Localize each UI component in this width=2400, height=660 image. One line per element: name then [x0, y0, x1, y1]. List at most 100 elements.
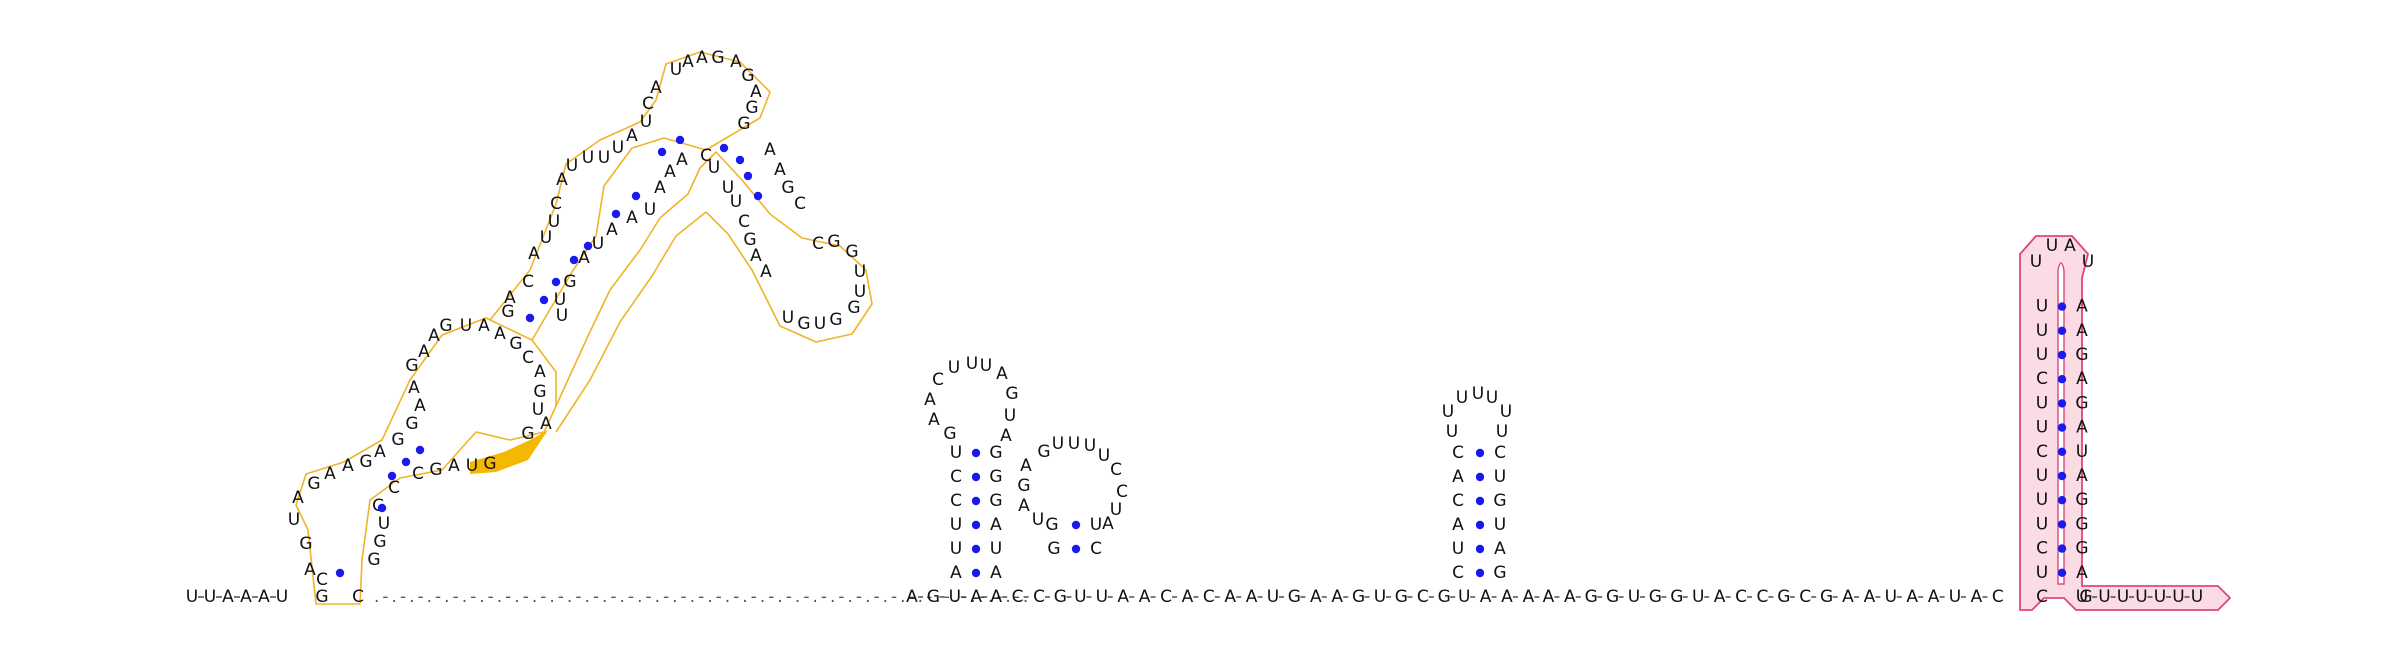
nucleotide-hairpin2: C: [950, 467, 962, 487]
nucleotide-hairpin2-loop: U: [966, 354, 978, 374]
nucleotide-stem2: A: [606, 220, 618, 240]
nucleotide-backbone: U: [1374, 587, 1386, 607]
nucleotide-hairpin1: A: [408, 378, 420, 398]
nucleotide-left-tail: A: [240, 587, 252, 607]
nucleotide-hairpin2-loop: U: [1004, 406, 1016, 426]
nucleotide-hairpin2-loop: A: [996, 364, 1008, 384]
nucleotide-hairpin5: A: [2076, 418, 2088, 438]
highlight-outline-pink: [2019, 235, 2231, 611]
nucleotide-backbone: A: [1564, 587, 1576, 607]
nucleotide-backbone: U: [1267, 587, 1279, 607]
nucleotide-hairpin2: U: [950, 443, 962, 463]
nucleotide-stem2: U: [554, 290, 566, 310]
nucleotide-hairpin2: G: [989, 491, 1002, 511]
nucleotide-hairpin2-loop: G: [1005, 384, 1018, 404]
nucleotide-hairpin2-loop: A: [924, 390, 936, 410]
unpaired-dotted-span: .-.-.-.-.-.-.-.-.-.-.-.-.-.-.-.-.-.-.-.-…: [374, 587, 1031, 607]
nucleotide-backbone: A: [1139, 587, 1151, 607]
nucleotide-loop: G: [509, 334, 522, 354]
nucleotide-hairpin3: A: [1452, 515, 1464, 535]
base-pair-dot: [735, 155, 745, 165]
nucleotide-stem2: A: [676, 150, 688, 170]
nucleotide-right-tail: U: [2191, 587, 2203, 607]
nucleotide-hairpin5: U: [2036, 345, 2048, 365]
nucleotide-hairpin1: G: [373, 532, 386, 552]
nucleotide-backbone: G: [1438, 587, 1451, 607]
nucleotide-toploop: G: [737, 114, 750, 134]
nucleotide-hairpin2b-loop: U: [1084, 436, 1096, 456]
nucleotide-hairpin2b-loop: A: [1020, 456, 1032, 476]
nucleotide-backbone: G: [1395, 587, 1408, 607]
base-pair-dot: [2057, 399, 2067, 408]
nucleotide-hairpin2: G: [989, 467, 1002, 487]
nucleotide-hairpin5: G: [2075, 345, 2088, 365]
base-pair-dot: [2057, 496, 2067, 505]
nucleotide-hairpin1: A: [374, 442, 386, 462]
nucleotide-hairpin5: U: [2036, 418, 2048, 438]
nucleotide-hairpin2-loop: A: [928, 410, 940, 430]
base-pair-dot: [1475, 496, 1485, 506]
nucleotide-rightloop: U: [854, 282, 866, 302]
nucleotide-rightloop: G: [797, 314, 810, 334]
nucleotide-backbone: C: [1012, 587, 1024, 607]
nucleotide-stem2: U: [670, 60, 682, 80]
nucleotide-hairpin5: U: [2036, 563, 2048, 583]
nucleotide-hairpin3: C: [1452, 491, 1464, 511]
nucleotide-hairpin3: G: [1493, 491, 1506, 511]
nucleotide-stem3: G: [781, 178, 794, 198]
nucleotide-stem2: U: [540, 228, 552, 248]
nucleotide-hairpin2: A: [990, 515, 1002, 535]
nucleotide-hairpin5: G: [2075, 393, 2088, 413]
nucleotide-backbone: G: [1352, 587, 1365, 607]
base-pair-dot: [743, 171, 753, 181]
nucleotide-hairpin3: A: [1452, 467, 1464, 487]
nucleotide-stem2: U: [708, 158, 720, 178]
nucleotide-rightloop: U: [782, 308, 794, 328]
nucleotide-hairpin5: U: [2036, 393, 2048, 413]
nucleotide-stem2: C: [642, 94, 654, 114]
nucleotide-hairpin3-loop: U: [1472, 384, 1484, 404]
nucleotide-hairpin3-loop: U: [1442, 402, 1454, 422]
nucleotide-backbone: G: [1649, 587, 1662, 607]
nucleotide-hairpin2: A: [990, 563, 1002, 583]
nucleotide-hairpin5-loop: A: [2064, 236, 2076, 256]
nucleotide-right-tail: U: [2135, 587, 2147, 607]
nucleotide-hairpin1: A: [292, 488, 304, 508]
nucleotide-hairpin1: C: [316, 570, 328, 590]
nucleotide-stem2: U: [598, 148, 610, 168]
nucleotide-hairpin2b-loop: U: [1110, 500, 1122, 520]
nucleotide-hairpin5-loop: U: [2082, 252, 2094, 272]
base-pair-dot: [971, 568, 981, 578]
nucleotide-hairpin5: A: [2076, 466, 2088, 486]
highlight-pink-inner: [2057, 262, 2065, 585]
nucleotide-rightloop: U: [854, 262, 866, 282]
nucleotide-hairpin3: C: [1452, 563, 1464, 583]
nucleotide-hairpin3: G: [1493, 563, 1506, 583]
base-pair-dot: [377, 503, 387, 513]
nucleotide-hairpin1: U: [378, 514, 390, 534]
nucleotide-stem2: A: [650, 78, 662, 98]
nucleotide-backbone: C: [1756, 587, 1768, 607]
nucleotide-hairpin3: C: [1494, 443, 1506, 463]
highlight-outline-orange-right: [555, 151, 873, 433]
nucleotide-hairpin2: C: [950, 491, 962, 511]
highlight-outline-orange-lower: [295, 317, 557, 605]
nucleotide-hairpin5: A: [2076, 297, 2088, 317]
base-pair-dot: [2057, 471, 2067, 481]
base-pair-dot: [719, 143, 729, 153]
nucleotide-backbone: U: [1692, 587, 1704, 607]
nucleotide-hairpin2b-loop: U: [1068, 434, 1080, 454]
nucleotide-hairpin1: C: [372, 496, 384, 516]
nucleotide-hairpin2b-loop: C: [1110, 460, 1122, 480]
base-pair-dot: [415, 445, 425, 455]
nucleotide-rightloop: G: [845, 242, 858, 262]
nucleotide-rightloop: G: [847, 298, 860, 318]
nucleotide-backbone: A: [1331, 587, 1343, 607]
nucleotide-backbone: G: [1670, 587, 1683, 607]
nucleotide-hairpin2b-loop: C: [1116, 482, 1128, 502]
nucleotide-backbone: A: [990, 587, 1002, 607]
nucleotide-backbone: C: [1033, 587, 1045, 607]
highlight-outline-orange-upper: [489, 51, 771, 341]
nucleotide-hairpin3-loop: U: [1496, 422, 1508, 442]
